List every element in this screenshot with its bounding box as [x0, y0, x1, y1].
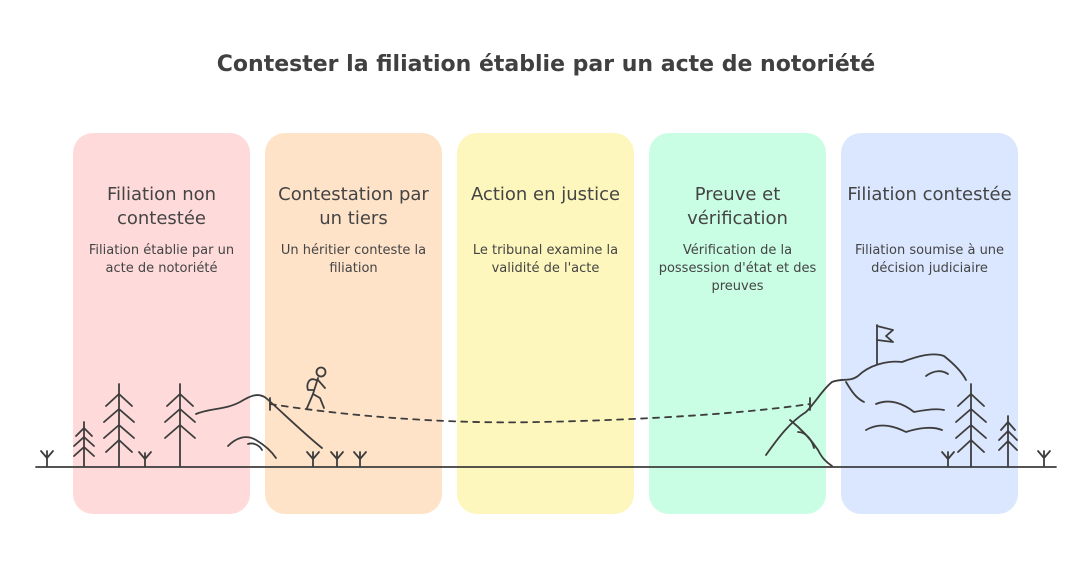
- hill-outline: [227, 436, 277, 459]
- stage-heading: Preuve et vérification: [687, 184, 788, 229]
- tree-icon: [164, 383, 196, 467]
- tree-icon: [103, 383, 135, 467]
- hill-outline: [195, 394, 323, 449]
- tree-icon: [73, 421, 95, 467]
- stage-description: Filiation soumise à une décision judicia…: [854, 243, 1005, 276]
- mountain-outline: [875, 400, 945, 413]
- mountain-outline: [865, 424, 943, 433]
- tree-icon: [955, 383, 987, 467]
- stage-panel-2: Contestation par un tiers Un héritier co…: [265, 133, 442, 514]
- stage-description: Le tribunal examine la validité de l'act…: [472, 243, 619, 276]
- sprout-icon: [330, 451, 344, 467]
- hiker-icon: [306, 366, 327, 409]
- stage-description: Un héritier conteste la filiation: [280, 243, 427, 276]
- stage-heading: Filiation non contestée: [106, 184, 217, 229]
- stage-description: Vérification de la possession d'état et …: [658, 243, 817, 294]
- mountain-outline: [925, 370, 949, 377]
- page-title: Contester la filiation établie par un ac…: [216, 52, 876, 77]
- sprout-icon: [353, 451, 367, 467]
- stage-panel-5: Filiation contestée Filiation soumise à …: [841, 133, 1018, 514]
- stage-panel-4: Preuve et vérification Vérification de l…: [649, 133, 826, 514]
- journey-path: [269, 403, 811, 424]
- stage-heading: Action en justice: [470, 184, 621, 205]
- mountain-outline: [797, 431, 815, 449]
- tree-icon: [998, 415, 1018, 467]
- sprout-icon: [138, 451, 152, 467]
- flag-icon: [876, 324, 894, 365]
- stage-description: Filiation établie par un acte de notorié…: [88, 243, 235, 276]
- sprout-icon: [1037, 450, 1051, 467]
- stage-heading: Contestation par un tiers: [278, 184, 429, 229]
- sprout-icon: [306, 451, 320, 467]
- stage-panel-1: Filiation non contestée Filiation établi…: [73, 133, 250, 514]
- mountain-outline: [789, 419, 833, 467]
- sprout-icon: [941, 451, 955, 467]
- mountain-outline: [845, 381, 865, 403]
- hill-outline: [247, 442, 263, 451]
- stage-heading: Filiation contestée: [847, 184, 1012, 205]
- mountain-outline: [765, 353, 967, 456]
- stage-panel-3: Action en justice Le tribunal examine la…: [457, 133, 634, 514]
- sprout-icon: [40, 450, 54, 467]
